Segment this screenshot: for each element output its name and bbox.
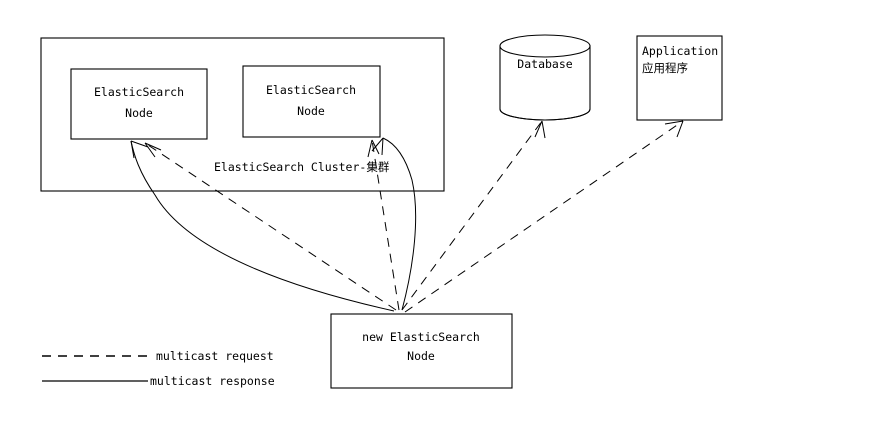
new-node-outline: [330, 313, 513, 389]
edge-request-to-database: [401, 120, 546, 311]
legend-label-multicast-request: multicast request: [156, 349, 274, 363]
es-node-2-label-line2: Node: [297, 104, 325, 118]
application-label-line1: Application: [642, 44, 718, 58]
es-node-2[interactable]: ElasticSearch Node: [242, 65, 381, 138]
legend-item-multicast-response[interactable]: multicast response: [42, 374, 275, 388]
application-label-line2: 应用程序: [642, 61, 688, 75]
database-top-ellipse: [499, 34, 591, 58]
edge-response-from-es-node-2: [371, 137, 417, 311]
edge-response-from-es-node-1-line: [130, 140, 395, 312]
edge-request-to-application-line: [404, 120, 684, 313]
legend: multicast request multicast response: [42, 349, 275, 388]
es-node-1-label-line2: Node: [125, 106, 153, 120]
edge-request-to-es-node-1-line: [144, 142, 397, 311]
cluster-label: ElasticSearch Cluster-集群: [214, 160, 390, 174]
edge-request-to-database-line: [401, 120, 543, 311]
edge-request-to-es-node-1: [144, 142, 397, 311]
new-elasticsearch-node[interactable]: new ElasticSearch Node: [330, 313, 513, 389]
legend-label-multicast-response: multicast response: [150, 374, 275, 388]
es-node-2-label-line1: ElasticSearch: [266, 83, 356, 97]
es-node-1-label-line1: ElasticSearch: [94, 85, 184, 99]
edge-response-from-es-node-2-arrowhead: [371, 137, 384, 156]
edge-request-to-application: [404, 120, 684, 313]
new-node-label-line2: Node: [407, 349, 435, 363]
database-bottom-arc: [499, 108, 591, 121]
es-node-1-outline: [70, 68, 208, 140]
es-node-1[interactable]: ElasticSearch Node: [70, 68, 208, 140]
edge-request-to-es-node-2-line: [371, 139, 400, 311]
edge-request-to-es-node-1-arrowhead: [144, 142, 162, 158]
application-outline: [636, 35, 723, 121]
edge-request-to-application-arrowhead: [664, 120, 684, 138]
edge-response-from-es-node-2-line: [382, 137, 417, 311]
new-node-label-line1: new ElasticSearch: [362, 330, 480, 344]
edge-response-from-es-node-1: [130, 140, 395, 312]
database-cylinder[interactable]: Database: [499, 34, 591, 121]
edge-request-to-database-arrowhead: [534, 120, 546, 139]
legend-item-multicast-request[interactable]: multicast request: [42, 349, 274, 363]
database-label: Database: [517, 57, 572, 71]
application-box[interactable]: Application 应用程序: [636, 35, 723, 121]
edge-response-from-es-node-1-arrowhead: [130, 140, 149, 159]
es-node-2-outline: [242, 65, 381, 138]
